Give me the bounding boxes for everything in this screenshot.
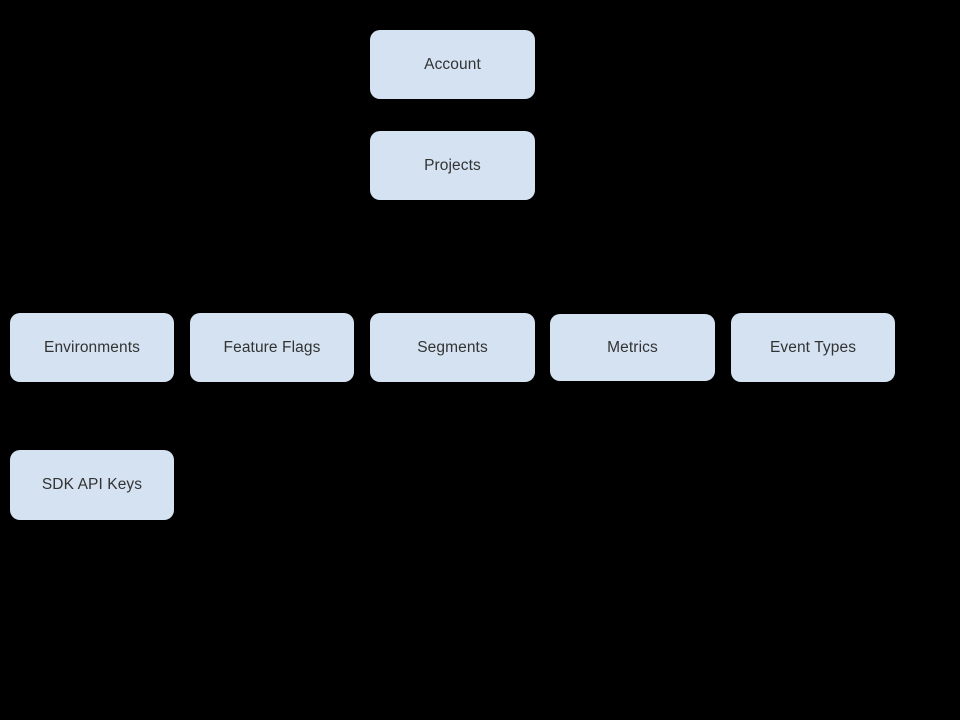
node-label-metrics: Metrics [607, 338, 658, 356]
node-environments[interactable]: Environments [10, 313, 174, 382]
node-label-environments: Environments [44, 338, 140, 356]
node-label-feature-flags: Feature Flags [223, 338, 321, 356]
node-feature-flags[interactable]: Feature Flags [190, 313, 354, 382]
node-account[interactable]: Account [370, 30, 535, 99]
node-segments[interactable]: Segments [370, 313, 535, 382]
node-label-projects: Projects [424, 156, 481, 174]
node-projects[interactable]: Projects [370, 131, 535, 200]
node-label-event-types: Event Types [769, 338, 857, 356]
node-sdk-api-keys[interactable]: SDK API Keys [10, 450, 174, 520]
node-label-sdk-api-keys: SDK API Keys [41, 476, 143, 494]
node-event-types[interactable]: Event Types [731, 313, 895, 382]
node-label-account: Account [424, 55, 481, 73]
node-label-segments: Segments [417, 338, 488, 356]
node-metrics[interactable]: Metrics [550, 314, 715, 381]
